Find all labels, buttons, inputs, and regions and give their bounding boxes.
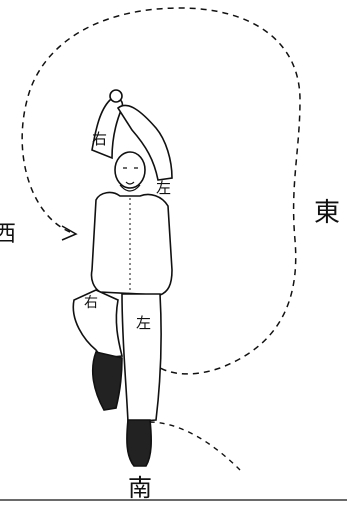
figure-torso	[91, 193, 172, 295]
figure-fist	[110, 90, 122, 102]
side-label-right-arm: 右	[92, 132, 107, 147]
direction-label-south: 南	[128, 476, 152, 500]
figure-foot-standing	[127, 420, 151, 466]
direction-label-west: 西	[0, 224, 16, 246]
side-label-right-leg: 右	[84, 296, 98, 310]
figure-foot-raised	[93, 352, 122, 410]
direction-label-east: 東	[314, 200, 340, 226]
figure	[73, 90, 172, 466]
path-arrow-head	[62, 226, 76, 240]
side-label-left-shoulder: 左	[156, 181, 171, 196]
side-label-left-leg: 左	[136, 316, 151, 331]
figure-head	[115, 152, 145, 188]
